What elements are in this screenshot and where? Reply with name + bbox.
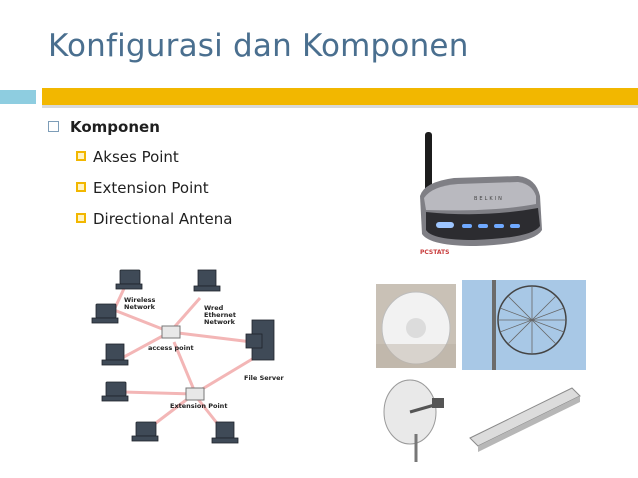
sub-item-label: Extension Point: [93, 179, 209, 197]
sub-item-label: Akses Point: [93, 148, 179, 166]
accent-bar-shadow: [42, 105, 638, 108]
sub-bullet-icon: [76, 151, 86, 161]
bullet-square-icon: [48, 121, 59, 132]
router-brand: BELKIN: [474, 196, 504, 202]
router-watermark: PCSTATS: [420, 249, 449, 256]
sub-item-label: Directional Antena: [93, 210, 233, 228]
label-extension-point: Extension Point: [170, 402, 227, 410]
accent-bar-left: [0, 90, 36, 104]
grid-antenna-photo: [462, 280, 586, 370]
sub-bullet-icon: [76, 182, 86, 192]
panel-antenna-photo: [462, 380, 586, 460]
router-antenna: [425, 132, 432, 192]
computer-icons: [91, 269, 275, 444]
satellite-dish-photo: [376, 374, 460, 466]
router-photo: BELKIN PCSTATS: [414, 126, 544, 260]
slide-title: Konfigurasi dan Komponen: [48, 28, 469, 64]
label-access-point: access point: [148, 344, 194, 352]
label-file-server: File Server: [244, 374, 285, 382]
accent-bar: [42, 88, 638, 105]
bullet-label: Komponen: [70, 118, 160, 136]
access-point-device: [161, 325, 181, 339]
extension-point-device: [185, 387, 205, 401]
dish-antenna-photo-1: [376, 284, 456, 368]
sub-bullet-icon: [76, 213, 86, 223]
